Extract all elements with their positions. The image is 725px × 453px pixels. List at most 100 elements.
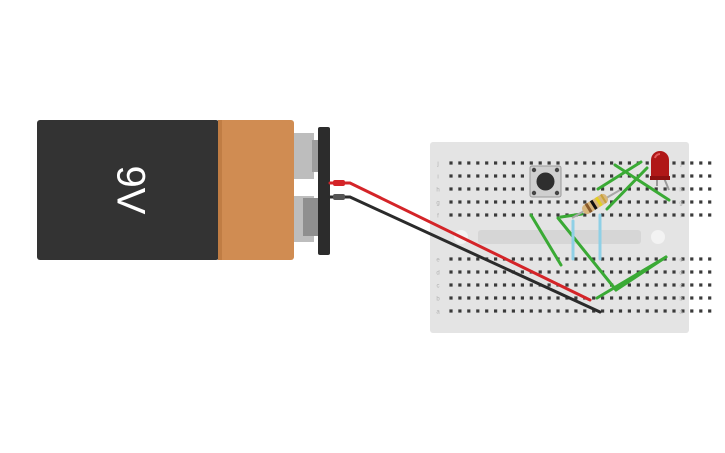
breadboard-hole[interactable] [556, 213, 560, 217]
breadboard-hole[interactable] [708, 257, 712, 261]
breadboard-hole[interactable] [485, 200, 489, 204]
breadboard-hole[interactable] [690, 257, 694, 261]
breadboard-hole[interactable] [538, 257, 542, 261]
breadboard-hole[interactable] [565, 200, 569, 204]
breadboard-hole[interactable] [565, 309, 569, 313]
breadboard-hole[interactable] [467, 200, 471, 204]
breadboard-hole[interactable] [458, 296, 462, 300]
breadboard-hole[interactable] [547, 257, 551, 261]
breadboard-hole[interactable] [636, 187, 640, 191]
breadboard-hole[interactable] [467, 283, 471, 287]
breadboard-hole[interactable] [627, 283, 631, 287]
breadboard-hole[interactable] [681, 187, 685, 191]
breadboard-hole[interactable] [645, 200, 649, 204]
breadboard-hole[interactable] [467, 309, 471, 313]
breadboard-hole[interactable] [654, 257, 658, 261]
breadboard-hole[interactable] [583, 257, 587, 261]
breadboard-hole[interactable] [574, 187, 578, 191]
breadboard-hole[interactable] [708, 200, 712, 204]
green-wire-1[interactable] [529, 213, 563, 267]
breadboard-hole[interactable] [574, 257, 578, 261]
breadboard-hole[interactable] [520, 187, 524, 191]
breadboard-hole[interactable] [610, 187, 614, 191]
breadboard-hole[interactable] [467, 174, 471, 178]
breadboard-hole[interactable] [618, 161, 623, 165]
breadboard-hole[interactable] [547, 161, 551, 165]
breadboard-hole[interactable] [690, 187, 694, 191]
breadboard-hole[interactable] [520, 257, 524, 261]
breadboard-hole[interactable] [511, 174, 515, 178]
breadboard-hole[interactable] [636, 309, 640, 313]
breadboard-hole[interactable] [663, 187, 667, 191]
breadboard-hole[interactable] [485, 283, 489, 287]
breadboard-hole[interactable] [494, 161, 498, 165]
breadboard-hole[interactable] [610, 200, 614, 204]
breadboard-hole[interactable] [663, 213, 667, 217]
breadboard-hole[interactable] [610, 309, 614, 313]
breadboard-hole[interactable] [529, 283, 533, 287]
breadboard-hole[interactable] [494, 296, 498, 300]
breadboard-hole[interactable] [672, 200, 676, 204]
breadboard-hole[interactable] [565, 257, 569, 261]
breadboard-hole[interactable] [574, 200, 578, 204]
breadboard-hole[interactable] [511, 309, 515, 313]
battery-9v[interactable]: 9V [37, 120, 330, 260]
green-wire-4[interactable] [613, 163, 671, 202]
breadboard-hole[interactable] [502, 309, 507, 313]
green-wire-8[interactable] [595, 255, 668, 300]
breadboard-hole[interactable] [538, 309, 542, 313]
blue-wires[interactable] [571, 213, 602, 261]
breadboard-hole[interactable] [636, 296, 640, 300]
green-wire-5[interactable] [605, 166, 649, 211]
breadboard-hole[interactable] [449, 257, 453, 261]
breadboard-hole[interactable] [520, 309, 524, 313]
breadboard-hole[interactable] [681, 309, 685, 313]
push-button[interactable] [529, 165, 562, 198]
breadboard-hole[interactable] [520, 296, 524, 300]
breadboard-hole[interactable] [502, 187, 507, 191]
breadboard-hole[interactable] [565, 283, 569, 287]
breadboard-hole[interactable] [485, 213, 489, 217]
breadboard-hole[interactable] [467, 296, 471, 300]
breadboard-hole[interactable] [476, 174, 480, 178]
breadboard-hole[interactable] [529, 309, 533, 313]
breadboard-hole[interactable] [699, 309, 703, 313]
breadboard-hole[interactable] [458, 270, 462, 274]
breadboard-hole[interactable] [618, 257, 623, 261]
breadboard-hole[interactable] [583, 283, 587, 287]
breadboard-hole[interactable] [476, 296, 480, 300]
breadboard-hole[interactable] [690, 309, 694, 313]
breadboard-hole[interactable] [618, 270, 623, 274]
breadboard-hole[interactable] [699, 283, 703, 287]
breadboard-hole[interactable] [520, 161, 524, 165]
breadboard-hole[interactable] [663, 283, 667, 287]
breadboard-hole[interactable] [672, 257, 676, 261]
breadboard-hole[interactable] [592, 283, 596, 287]
breadboard-hole[interactable] [690, 200, 694, 204]
breadboard-hole[interactable] [556, 161, 560, 165]
breadboard-hole[interactable] [494, 309, 498, 313]
breadboard-hole[interactable] [538, 200, 542, 204]
breadboard-hole[interactable] [645, 270, 649, 274]
breadboard-hole[interactable] [708, 270, 712, 274]
breadboard-hole[interactable] [681, 296, 685, 300]
breadboard-hole[interactable] [449, 309, 453, 313]
breadboard-hole[interactable] [574, 174, 578, 178]
breadboard-hole[interactable] [520, 200, 524, 204]
breadboard-hole[interactable] [556, 309, 560, 313]
breadboard-hole[interactable] [520, 283, 524, 287]
breadboard-hole[interactable] [449, 283, 453, 287]
breadboard-hole[interactable] [708, 213, 712, 217]
breadboard-hole[interactable] [654, 200, 658, 204]
breadboard-hole[interactable] [645, 283, 649, 287]
breadboard-hole[interactable] [538, 161, 542, 165]
breadboard-hole[interactable] [610, 257, 614, 261]
breadboard-hole[interactable] [494, 213, 498, 217]
breadboard-hole[interactable] [449, 200, 453, 204]
green-wire-6[interactable] [556, 216, 618, 292]
breadboard-hole[interactable] [494, 257, 498, 261]
breadboard-hole[interactable] [494, 270, 498, 274]
breadboard-hole[interactable] [485, 174, 489, 178]
